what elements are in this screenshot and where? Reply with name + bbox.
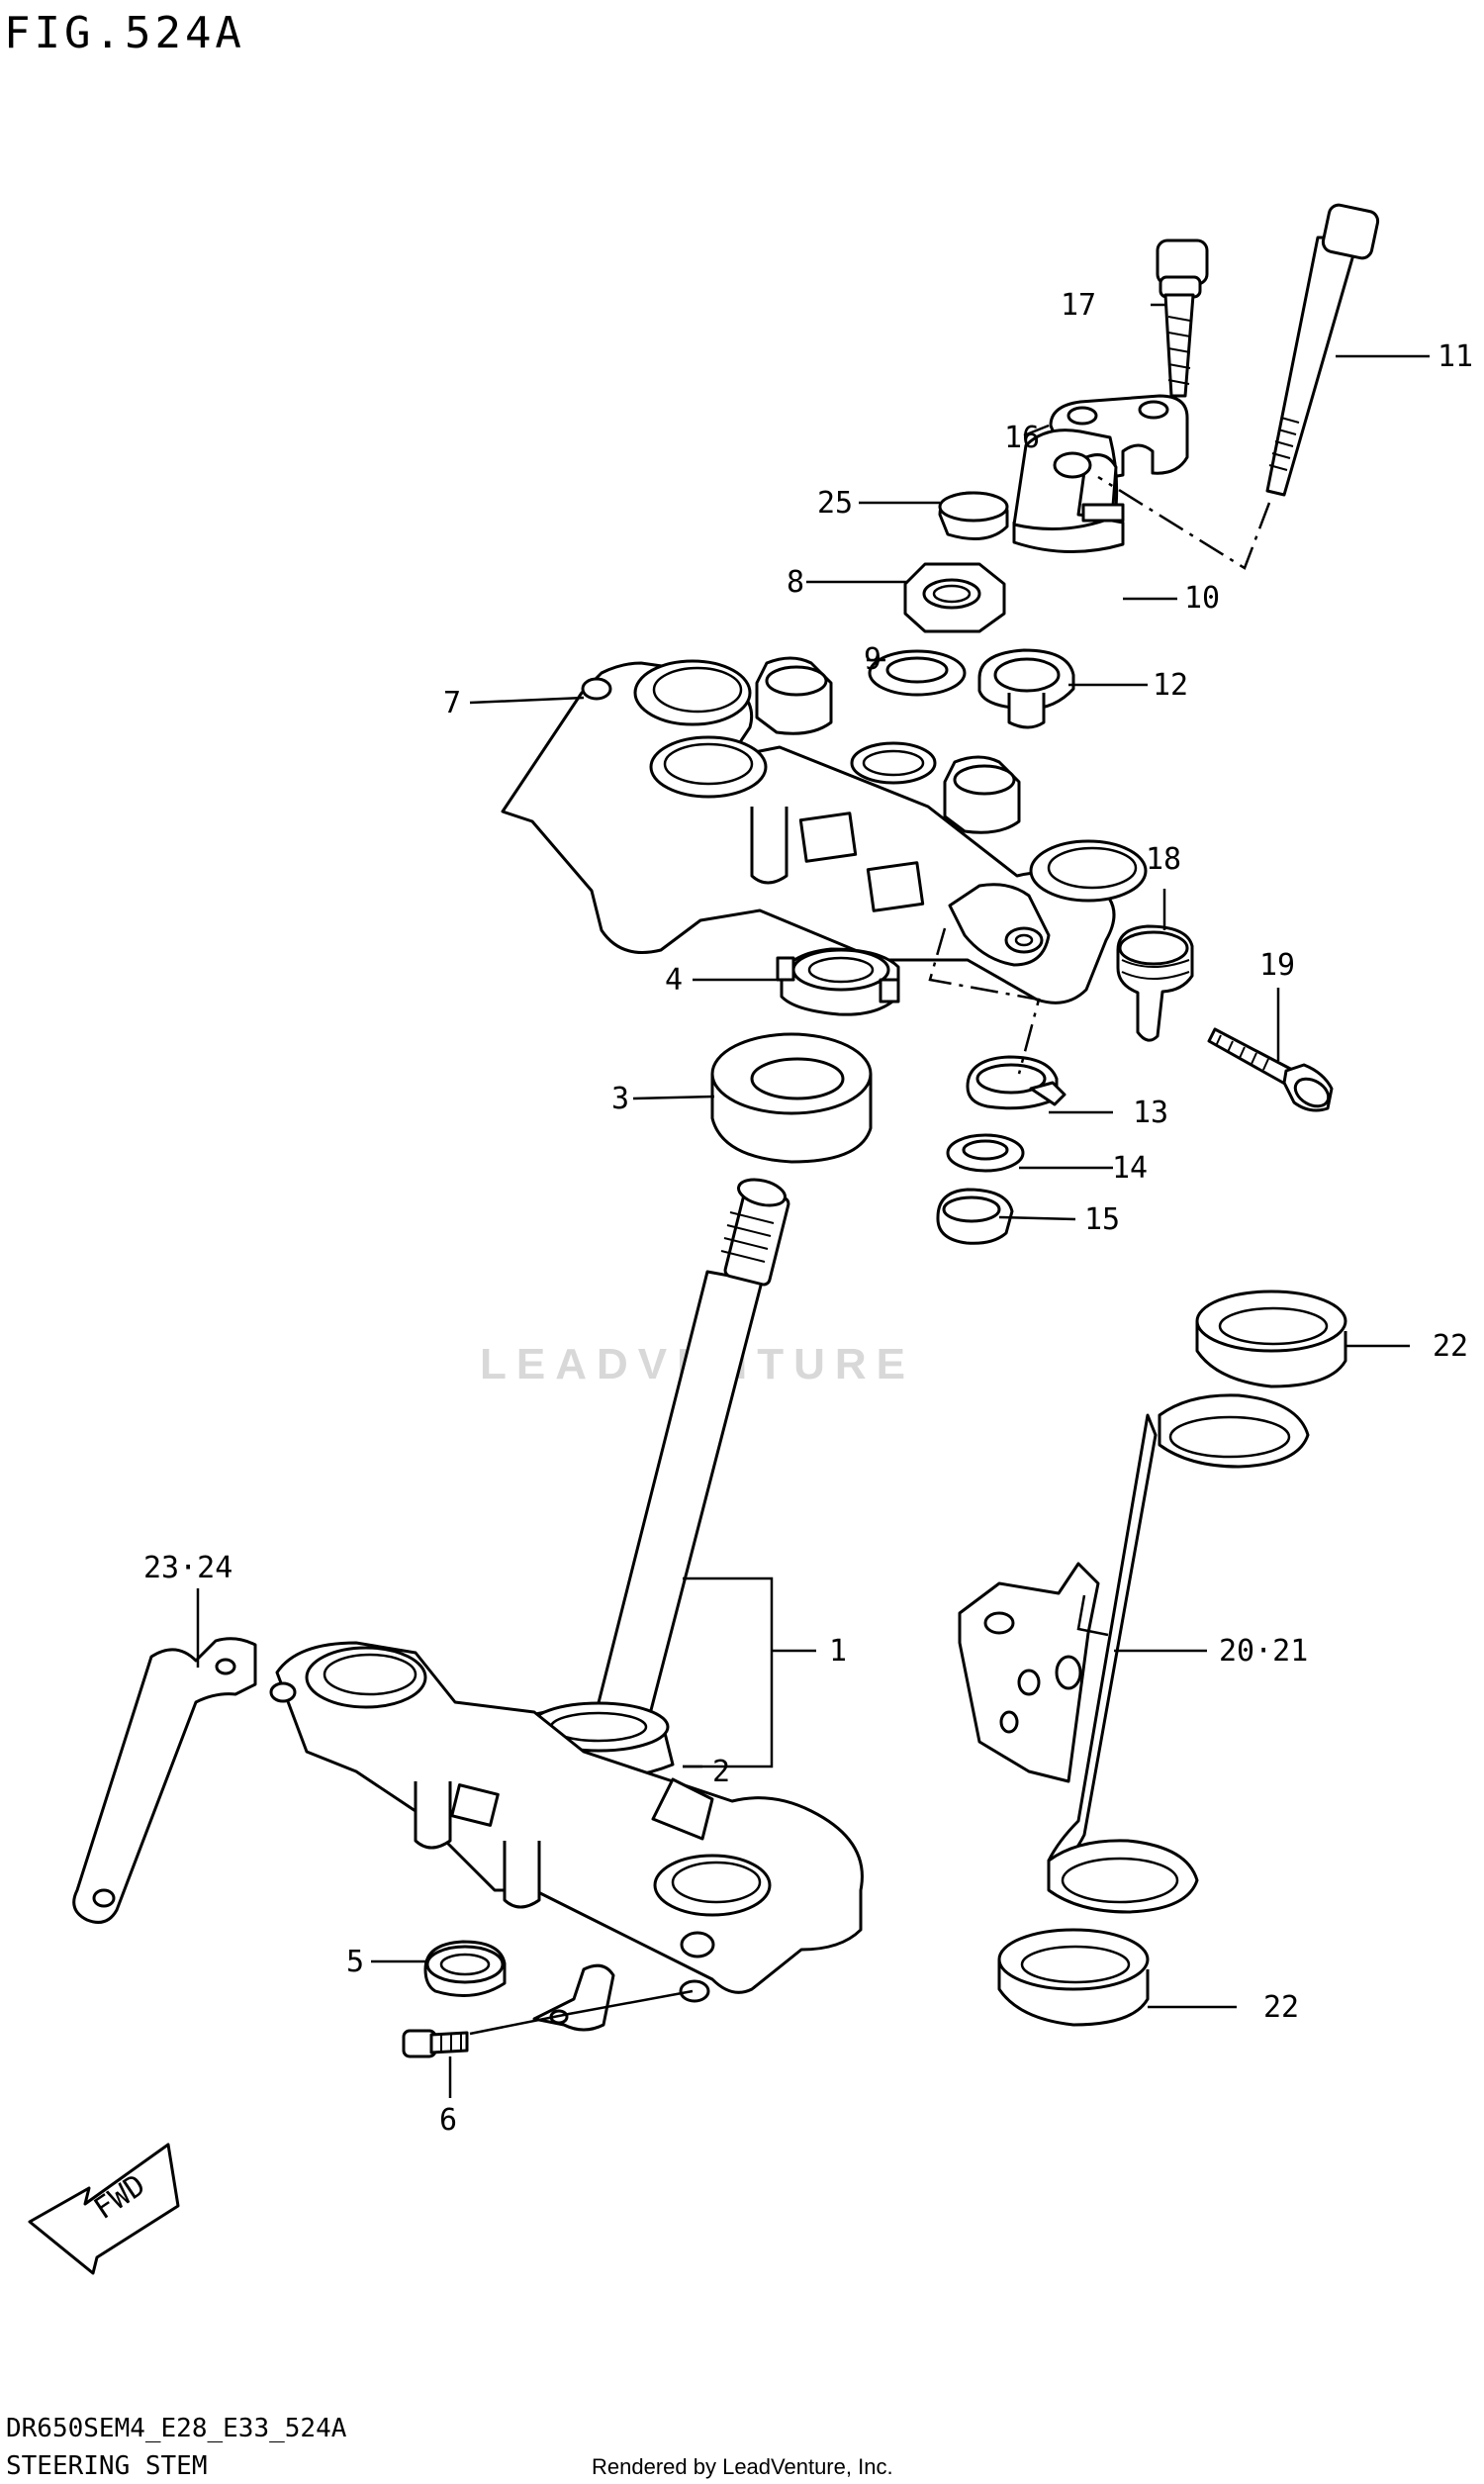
callout-25: 25 [817, 486, 853, 521]
callout-9: 9 [864, 642, 881, 677]
callout-5: 5 [346, 1945, 364, 1979]
part-1-steering-stem [522, 1178, 790, 1779]
leader-lines [196, 303, 1430, 2098]
callout-2: 2 [712, 1755, 730, 1789]
callout-22-lower: 22 [1263, 1990, 1299, 2025]
part-10-clamp-holder [1012, 429, 1125, 554]
model-code: DR650SEM4_E28_E33_524A [6, 2414, 347, 2443]
part-22-grommet-upper [1195, 1290, 1347, 1388]
callout-19: 19 [1259, 948, 1295, 983]
part-12-spacer [977, 648, 1075, 729]
fwd-arrow-icon: FWD [28, 2143, 180, 2275]
section-title: STEERING STEM [6, 2451, 208, 2481]
part-6-bolt [402, 2029, 469, 2058]
callout-10: 10 [1184, 581, 1220, 616]
part-15-nut [936, 1188, 1014, 1245]
lower-bracket [269, 1641, 864, 2003]
part-22-grommet-lower [997, 1928, 1150, 2027]
callout-20-21: 20·21 [1219, 1634, 1308, 1669]
part-3-bearing [710, 1032, 873, 1164]
callout-16: 16 [1004, 421, 1040, 455]
callout-8: 8 [787, 565, 804, 600]
part-25-cap [938, 491, 1009, 540]
part-4-locknut [776, 947, 900, 1016]
callout-13: 13 [1133, 1096, 1168, 1130]
part-13-bushing [966, 1055, 1067, 1110]
callout-1: 1 [829, 1634, 847, 1669]
callout-15: 15 [1084, 1202, 1120, 1237]
part-17-bolt [1156, 239, 1209, 398]
figure-title: FIG.524A [4, 8, 245, 58]
part-9-washer [868, 649, 967, 697]
callout-7: 7 [443, 686, 461, 720]
part-11-bolt [1265, 203, 1380, 497]
callout-4: 4 [665, 963, 683, 998]
part-8-nut [903, 562, 1006, 633]
callout-11: 11 [1438, 339, 1473, 374]
callout-18: 18 [1146, 842, 1181, 877]
small-bracket [532, 1963, 615, 2032]
part-19-bolt [1207, 1027, 1334, 1112]
callout-17: 17 [1061, 288, 1096, 323]
centerline-11 [1097, 475, 1271, 570]
callout-23-24: 23·24 [143, 1551, 232, 1585]
part-5-grommet [423, 1940, 507, 1997]
callout-3: 3 [611, 1082, 629, 1116]
credit-text: Rendered by LeadVenture, Inc. [592, 2454, 893, 2479]
part-20-21-bracket [958, 1393, 1310, 1914]
callout-22-upper: 22 [1433, 1329, 1468, 1364]
part-23-24-bracket [72, 1637, 257, 1924]
part-14-washer [946, 1133, 1025, 1173]
part-18-clamp [1116, 924, 1194, 1042]
centerline-13 [928, 927, 1041, 1075]
callout-14: 14 [1112, 1151, 1148, 1186]
callout-6: 6 [439, 2103, 457, 2138]
callout-12: 12 [1153, 668, 1188, 703]
part-7-upper-bracket [501, 656, 1148, 1004]
